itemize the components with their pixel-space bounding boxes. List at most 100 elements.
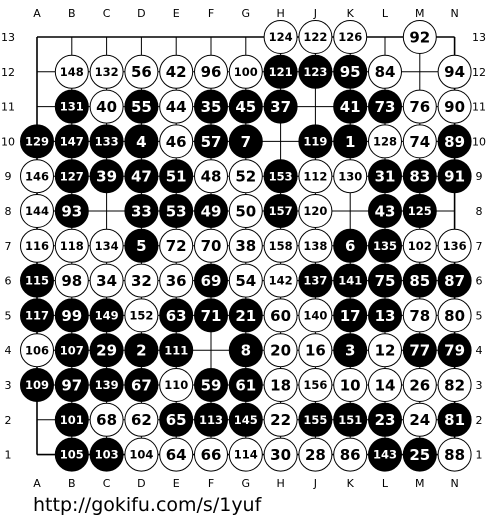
move-number: 67 <box>131 376 152 394</box>
white-stone: 122 <box>298 20 333 54</box>
white-stone: 34 <box>89 263 124 298</box>
move-number: 32 <box>131 272 152 290</box>
move-number: 33 <box>131 202 152 220</box>
move-number: 102 <box>408 239 432 253</box>
black-stone: 103 <box>89 437 124 472</box>
black-stone: 105 <box>54 437 89 472</box>
move-number: 74 <box>409 133 430 151</box>
black-stone: 49 <box>194 194 228 228</box>
move-number: 93 <box>61 202 82 220</box>
move-number: 57 <box>201 133 222 151</box>
stone-circle <box>402 194 437 228</box>
black-stone: 99 <box>54 298 89 333</box>
black-stone: 47 <box>124 159 159 194</box>
black-stone: 93 <box>54 194 89 228</box>
stone-circle <box>159 54 194 89</box>
row-label-right: 3 <box>476 379 483 392</box>
row-label-left: 3 <box>5 379 12 392</box>
stone-circle <box>194 54 228 89</box>
white-stone: 120 <box>298 194 333 228</box>
move-number: 158 <box>269 239 293 253</box>
black-stone: 125 <box>402 194 437 228</box>
move-number: 59 <box>201 376 222 394</box>
white-stone: 70 <box>194 228 228 263</box>
stone-circle <box>228 437 263 472</box>
stone-circle <box>437 402 472 437</box>
stone-circle <box>368 228 402 263</box>
column-label-bottom: D <box>137 477 145 490</box>
stone-circle <box>368 333 402 368</box>
move-number: 123 <box>303 65 327 79</box>
black-stone: 63 <box>159 298 194 333</box>
stone-circle <box>159 263 194 298</box>
stone-circle <box>263 437 298 472</box>
black-stone: 153 <box>263 159 298 194</box>
stone-circle <box>402 298 437 333</box>
move-number: 112 <box>303 169 327 183</box>
move-number: 8 <box>241 342 251 360</box>
stone-circle <box>228 124 263 159</box>
white-stone: 96 <box>194 54 228 89</box>
black-stone: 121 <box>263 54 298 89</box>
stone-circle <box>437 228 472 263</box>
white-stone: 66 <box>194 437 228 472</box>
move-number: 39 <box>96 168 117 186</box>
black-stone: 157 <box>263 194 298 228</box>
stone-circle <box>228 194 263 228</box>
stone-circle <box>263 333 298 368</box>
move-number: 94 <box>444 63 465 81</box>
column-label-bottom: M <box>415 477 425 490</box>
stone-circle <box>333 263 368 298</box>
stone-circle <box>89 124 124 159</box>
black-stone: 37 <box>263 89 298 124</box>
move-number: 90 <box>444 98 465 116</box>
move-number: 83 <box>409 168 430 186</box>
white-stone: 38 <box>228 228 263 263</box>
column-label-top: B <box>68 7 76 20</box>
black-stone: 85 <box>402 263 437 298</box>
stone-circle <box>194 437 228 472</box>
white-stone: 36 <box>159 263 194 298</box>
stone-circle <box>368 159 402 194</box>
white-stone: 20 <box>263 333 298 368</box>
move-number: 107 <box>60 343 84 357</box>
stone-circle <box>159 333 194 368</box>
move-number: 49 <box>201 202 222 220</box>
stone-circle <box>159 368 194 402</box>
move-number: 80 <box>444 307 465 325</box>
move-number: 35 <box>201 98 222 116</box>
move-number: 152 <box>129 309 153 323</box>
stone-circle <box>437 437 472 472</box>
move-number: 96 <box>201 63 222 81</box>
move-number: 22 <box>270 411 291 429</box>
move-number: 144 <box>25 204 49 218</box>
stone-circle <box>437 333 472 368</box>
move-number: 17 <box>340 307 361 325</box>
move-number: 140 <box>303 309 327 323</box>
stone-circle <box>402 333 437 368</box>
black-stone: 91 <box>437 159 472 194</box>
move-number: 21 <box>235 307 256 325</box>
black-stone: 59 <box>194 368 228 402</box>
white-stone: 100 <box>228 54 263 89</box>
column-label-top: G <box>242 7 251 20</box>
stone-circle <box>20 298 54 333</box>
move-number: 151 <box>338 413 362 427</box>
move-number: 68 <box>96 411 117 429</box>
move-number: 3 <box>345 342 355 360</box>
move-number: 148 <box>60 65 84 79</box>
move-number: 76 <box>409 98 430 116</box>
black-stone: 7 <box>228 124 263 159</box>
move-number: 127 <box>60 169 84 183</box>
move-number: 43 <box>375 202 396 220</box>
column-label-bottom: G <box>242 477 251 490</box>
stone-circle <box>54 159 89 194</box>
row-label-right: 6 <box>476 275 483 288</box>
move-number: 55 <box>131 98 152 116</box>
stone-circle <box>124 298 159 333</box>
black-stone: 131 <box>54 89 89 124</box>
black-stone: 97 <box>54 368 89 402</box>
column-label-top: L <box>382 7 389 20</box>
stone-circle <box>333 298 368 333</box>
